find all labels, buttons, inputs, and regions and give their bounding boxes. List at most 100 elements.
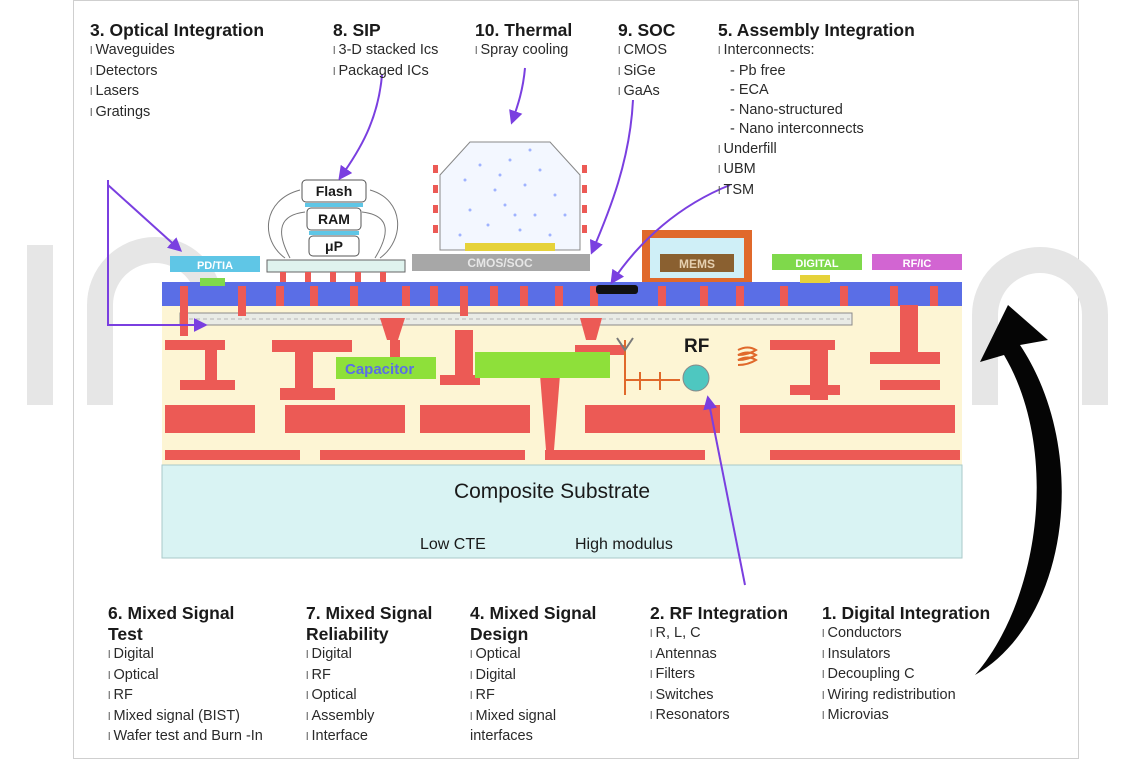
list-item: Gratings xyxy=(90,103,264,124)
capacitor-plate-right xyxy=(475,352,610,378)
rf-resonator xyxy=(682,364,710,392)
section-optical-integration: 3. Optical Integration Waveguides Detect… xyxy=(90,20,264,123)
chip-cmos-soc xyxy=(412,254,590,271)
list-item: Microvias xyxy=(822,706,990,727)
section-title: 5. Assembly Integration xyxy=(718,20,915,40)
svg-text:MEMS: MEMS xyxy=(679,257,715,271)
section-title: 4. Mixed Signal Design xyxy=(470,603,597,644)
list-item: Waveguides xyxy=(90,41,264,62)
capacitor-label: Capacitor xyxy=(345,361,414,378)
list-item: Optical xyxy=(470,645,620,666)
svg-text:μP: μP xyxy=(325,238,343,254)
svg-text:RAM: RAM xyxy=(318,211,350,227)
list-item: - ECA xyxy=(730,82,769,98)
section-mixed-signal-reliability: 7. Mixed Signal Reliability Digital RF O… xyxy=(306,603,456,748)
curved-arrow-black xyxy=(975,305,1062,675)
svg-text:CMOS/SOC: CMOS/SOC xyxy=(467,256,533,270)
list-item: Filters xyxy=(650,665,788,686)
conductor-traces xyxy=(165,286,960,460)
composite-substrate xyxy=(161,464,963,559)
section-assembly-integration: 5. Assembly Integration Interconnects: -… xyxy=(718,20,915,201)
list-item: Optical xyxy=(108,666,288,687)
chip-pd-tia xyxy=(170,256,260,272)
section-title: 9. SOC xyxy=(618,20,676,40)
list-item: CMOS xyxy=(618,41,675,62)
svg-text:DIGITAL: DIGITAL xyxy=(795,258,838,270)
list-item: - Nano interconnects xyxy=(730,121,864,137)
section-thermal: 10. Thermal Spray cooling xyxy=(475,20,572,62)
rf-components xyxy=(616,337,758,395)
list-item: Spray cooling xyxy=(475,41,572,62)
section-title: 10. Thermal xyxy=(475,20,573,40)
list-item: 3-D stacked Ics xyxy=(333,41,439,62)
list-item: Digital xyxy=(470,666,620,687)
arrow-optical-2 xyxy=(107,184,183,252)
list-item: Resonators xyxy=(650,706,788,727)
svg-text:PD/TIA: PD/TIA xyxy=(197,260,233,272)
high-modulus-label: High modulus xyxy=(575,536,673,553)
chip-mems xyxy=(660,254,734,272)
list-item: - Nano-structured xyxy=(730,101,843,118)
list-item: R, L, C xyxy=(650,624,788,645)
list-item: Optical xyxy=(306,686,456,707)
list-item: RF xyxy=(470,686,620,707)
list-item: Lasers xyxy=(90,82,264,103)
arrow-optical-1 xyxy=(107,180,208,332)
list-item: - Pb free xyxy=(730,62,786,79)
list-item: Mixed signal (BIST) xyxy=(108,707,288,728)
section-title: 7. Mixed Signal Reliability xyxy=(306,603,433,644)
chip-rf-ic xyxy=(872,254,962,270)
list-item: Switches xyxy=(650,686,788,707)
section-title: 6. Mixed Signal Test xyxy=(108,603,235,644)
list-item: Digital xyxy=(108,645,288,666)
sip-base xyxy=(266,259,406,273)
chip-ram xyxy=(306,207,362,231)
svg-text:Flash: Flash xyxy=(316,183,353,199)
list-item: Interconnects: xyxy=(718,41,915,62)
pcb-body xyxy=(162,300,962,475)
low-cte-label: Low CTE xyxy=(420,536,486,553)
list-item: Decoupling C xyxy=(822,665,990,686)
list-item: Wafer test and Burn -In xyxy=(108,727,288,748)
list-item: Digital xyxy=(306,645,456,666)
list-item: Interface xyxy=(306,727,456,748)
list-item: Mixed signal interfaces xyxy=(470,707,590,747)
list-item: RF xyxy=(108,686,288,707)
chip-digital-ic xyxy=(772,254,862,270)
chip-up xyxy=(308,235,360,257)
section-mixed-signal-test: 6. Mixed Signal Test Digital Optical RF … xyxy=(108,603,288,748)
list-item: Assembly xyxy=(306,707,456,728)
sip-stack: Flash RAM μP xyxy=(266,179,406,282)
list-item: Antennas xyxy=(650,645,788,666)
arrow-rf xyxy=(703,395,746,586)
list-item: Conductors xyxy=(822,624,990,645)
list-item: TSM xyxy=(718,181,915,202)
list-item: Wiring redistribution xyxy=(822,686,990,707)
list-item: RF xyxy=(306,666,456,687)
arrow-thermal xyxy=(509,67,526,125)
tsm-interconnect xyxy=(596,285,638,294)
thermal-spray-dome xyxy=(433,141,587,251)
rf-label: RF xyxy=(684,336,709,357)
section-rf-integration: 2. RF Integration R, L, C Antennas Filte… xyxy=(650,603,788,727)
section-soc: 9. SOC CMOS SiGe GaAs xyxy=(618,20,675,103)
capacitor-plate-left xyxy=(336,357,436,379)
list-item: Detectors xyxy=(90,62,264,83)
section-title: 8. SIP xyxy=(333,20,381,40)
section-title: 1. Digital Integration xyxy=(822,603,991,623)
list-item: Underfill xyxy=(718,140,915,161)
chip-flash xyxy=(301,179,367,203)
section-title: 2. RF Integration xyxy=(650,603,789,623)
section-mixed-signal-design: 4. Mixed Signal Design Optical Digital R… xyxy=(470,603,620,747)
section-sip: 8. SIP 3-D stacked Ics Packaged ICs xyxy=(333,20,438,82)
list-item: Packaged ICs xyxy=(333,62,438,83)
list-item: Insulators xyxy=(822,645,990,666)
section-digital-integration: 1. Digital Integration Conductors Insula… xyxy=(822,603,990,727)
substrate-label: Composite Substrate xyxy=(454,480,650,503)
list-item: GaAs xyxy=(618,82,675,103)
svg-text:RF/IC: RF/IC xyxy=(903,258,932,270)
arrow-soc xyxy=(589,99,634,255)
section-title: 3. Optical Integration xyxy=(90,20,265,40)
arrow-assembly xyxy=(610,184,731,285)
